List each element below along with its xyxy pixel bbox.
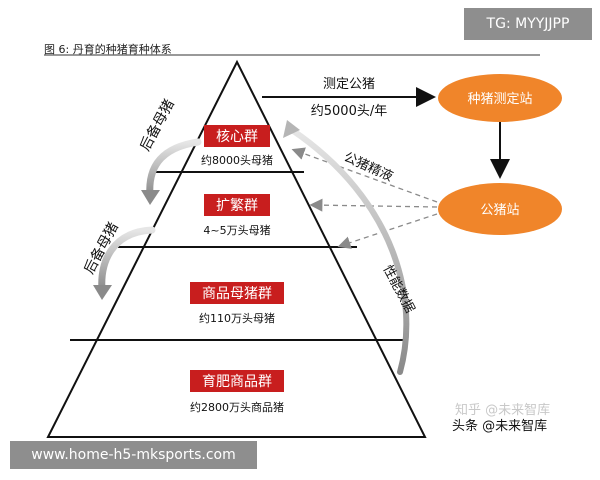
station-node <box>438 74 562 122</box>
tier-sow-label: 商品母猪群 <box>202 286 272 302</box>
tier-multiplier-label: 扩繁群 <box>216 198 258 214</box>
figure-title: 图 6: 丹育的种猪育种体系 <box>44 43 172 56</box>
boar-station-label: 公猪站 <box>480 203 519 218</box>
tier-core-desc: 约8000头母猪 <box>201 154 273 167</box>
site-url-banner[interactable]: www.home-h5-mksports.com <box>10 441 257 469</box>
test-boar-label: 测定公猪 <box>323 77 375 92</box>
gilt-curve-arrow-upper <box>146 138 202 200</box>
tier-sow-desc: 约110万头母猪 <box>199 312 275 325</box>
tier-finishing-desc: 约2800万头商品猪 <box>190 400 284 414</box>
gilt-arrowhead-lower <box>93 285 112 300</box>
tier-finishing-label: 育肥商品群 <box>202 374 272 390</box>
tier-core-label: 核心群 <box>216 129 258 145</box>
gilt-label-upper-group: 后备母猪 <box>137 96 178 153</box>
tier-multiplier-desc: 4~5万头母猪 <box>203 224 270 237</box>
tier-sow-label-bg <box>190 282 284 304</box>
test-boar-rate: 约5000头/年 <box>311 104 387 119</box>
tier-multiplier-label-bg <box>204 194 270 216</box>
boar-station-node <box>438 183 562 235</box>
performance-curve-arrow <box>289 127 410 375</box>
zhihu-watermark: 知乎 @未来智库 <box>455 402 550 418</box>
tier-core-label-bg <box>204 125 270 147</box>
semen-arrow-multiplier <box>309 198 438 212</box>
gilt-label-upper: 后备母猪 <box>137 96 178 153</box>
semen-arrow-core <box>291 147 438 203</box>
tier-finishing-label-bg <box>190 370 284 392</box>
station-label: 种猪测定站 <box>467 92 532 107</box>
pyramid-outline <box>46 59 427 438</box>
toutiao-watermark: 头条 @未来智库 <box>452 418 547 434</box>
tg-badge: TG: MYYJJPP <box>464 8 592 40</box>
gilt-curve-arrow-lower <box>98 226 156 294</box>
semen-arrow-sow <box>337 213 438 249</box>
performance-arrowhead <box>283 120 300 138</box>
gilt-arrowhead-upper <box>141 190 160 205</box>
